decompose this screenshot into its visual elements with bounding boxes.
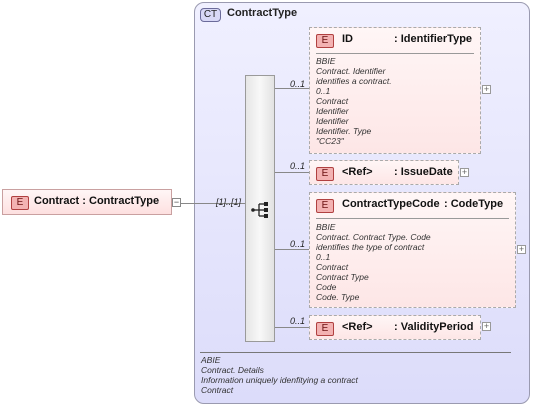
element-badge: E [11, 196, 29, 210]
expand-toggle[interactable]: + [460, 167, 469, 177]
doc-line: Contract [201, 385, 234, 395]
child-element-issue-date[interactable]: E <Ref> : IssueDate [309, 160, 459, 185]
root-element-contract[interactable]: E Contract : ContractType [2, 189, 172, 215]
element-name: <Ref> [342, 166, 373, 178]
child-connector [275, 249, 309, 250]
element-name: <Ref> [342, 321, 373, 333]
divider [316, 53, 474, 54]
child-connector [275, 327, 309, 328]
doc-line: Identifier. Type [316, 126, 372, 136]
doc-line: Contract. Identifier [316, 66, 386, 76]
element-badge: E [316, 199, 334, 213]
doc-line: Contract [316, 262, 349, 272]
divider [200, 352, 511, 353]
doc-line: Code. Type [316, 292, 360, 302]
element-type: : IssueDate [394, 166, 453, 178]
element-type: : ValidityPeriod [394, 321, 474, 333]
child-multiplicity: 0..1 [290, 79, 306, 89]
expand-toggle[interactable]: + [482, 84, 491, 94]
doc-line: BBIE [316, 56, 336, 66]
child-multiplicity: 0..1 [290, 316, 306, 326]
child-multiplicity: 0..1 [290, 161, 306, 171]
element-badge: E [316, 322, 334, 336]
complex-type-name: ContractType [227, 7, 298, 19]
doc-line: 0..1 [316, 252, 331, 262]
doc-line: Information uniquely idenfitying a contr… [201, 375, 358, 385]
doc-line: "CC23" [316, 136, 344, 146]
doc-line: Contract Type [316, 272, 369, 282]
child-element-id[interactable]: E ID : IdentifierType BBIE Contract. Ide… [309, 27, 481, 154]
doc-line: identifies the type of contract [316, 242, 425, 252]
element-type: : IdentifierType [394, 33, 473, 45]
doc-line: Contract. Details [201, 365, 264, 375]
doc-line: 0..1 [316, 86, 331, 96]
child-connector [275, 88, 309, 89]
sequence-icon [251, 202, 268, 218]
expand-toggle[interactable]: + [517, 244, 526, 254]
expand-toggle[interactable]: + [482, 321, 491, 331]
doc-line: Contract. Contract Type. Code [316, 232, 431, 242]
sequence-compositor[interactable] [245, 75, 275, 342]
doc-line: ABIE [201, 355, 221, 365]
element-badge: E [316, 34, 334, 48]
doc-line: Identifier [316, 106, 349, 116]
element-type: : CodeType [444, 198, 504, 210]
root-element-label: Contract : ContractType [34, 195, 160, 207]
child-element-validity-period[interactable]: E <Ref> : ValidityPeriod [309, 315, 481, 340]
child-multiplicity: 0..1 [290, 239, 306, 249]
element-badge: E [316, 167, 334, 181]
child-element-contract-type-code[interactable]: E ContractTypeCode : CodeType BBIE Contr… [309, 192, 516, 308]
connector-line [181, 203, 245, 204]
doc-line: BBIE [316, 222, 336, 232]
doc-line: Contract [316, 96, 349, 106]
doc-line: Code [316, 282, 337, 292]
divider [316, 218, 509, 219]
complex-type-badge: CT [200, 8, 221, 22]
element-name: ContractTypeCode [342, 198, 440, 210]
root-multiplicity: [1]..[1] [216, 197, 242, 207]
child-connector [275, 172, 309, 173]
element-name: ID [342, 33, 353, 45]
complex-type-doc: ABIE Contract. Details Information uniqu… [201, 355, 358, 395]
collapse-toggle[interactable]: − [172, 197, 181, 207]
doc-line: identifies a contract. [316, 76, 392, 86]
doc-line: Identifier [316, 116, 349, 126]
